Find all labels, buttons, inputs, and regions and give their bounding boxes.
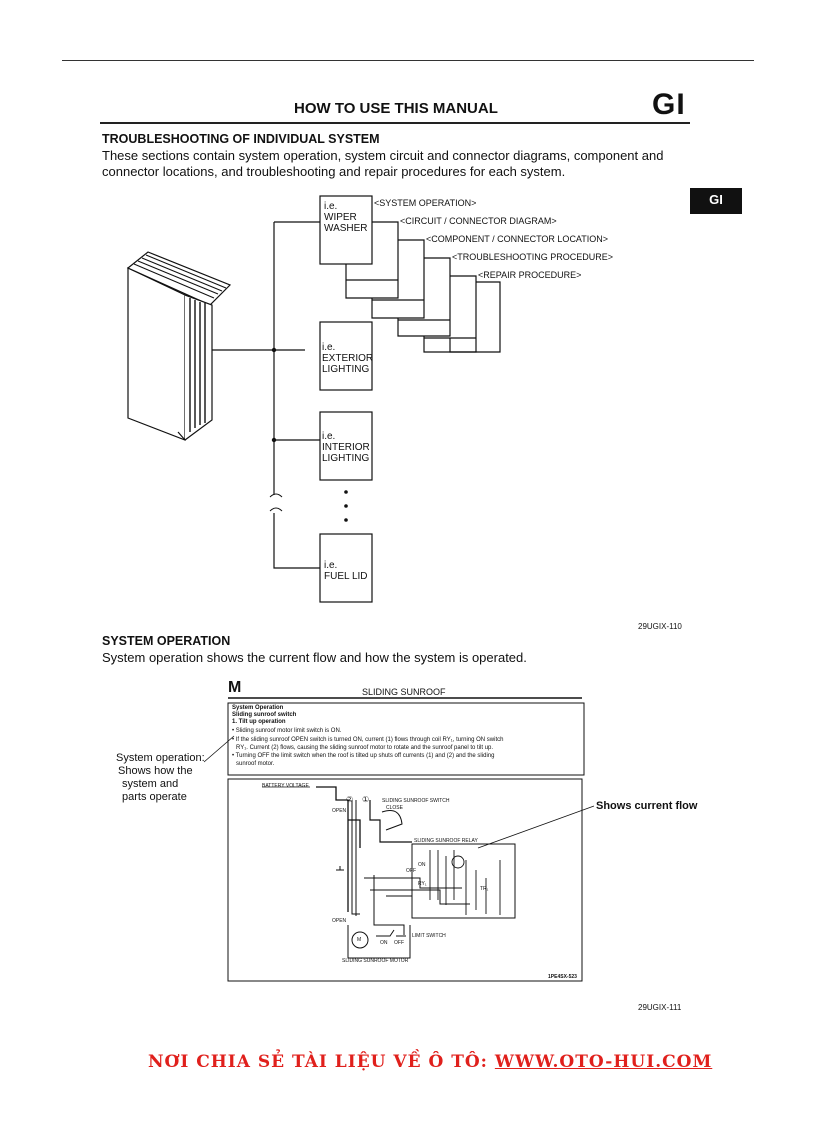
sample-section-letter: M [228,679,242,696]
book-icon [126,251,232,441]
circuit-label-off: OFF [406,868,416,874]
header-rule [100,122,690,124]
desc-line-4: • Sliding sunroof motor limit switch is … [232,728,342,734]
circuit-label-open-2: OPEN [332,918,347,924]
circuit-label-m: M [357,937,362,943]
circuit-label-on-2: ON [380,940,388,946]
desc-line-1: System Operation [232,705,284,711]
current-number-2: ② [346,795,354,804]
figure-id-1: 29UGIX-110 [638,622,682,631]
figure-code: 1PE4SX-523 [548,974,577,980]
page-label-troubleshooting: <TROUBLESHOOTING PROCEDURE> [452,252,614,262]
circuit-label-switch: SLIDING SUNROOF SWITCH [382,798,450,804]
troubleshooting-body: These sections contain system operation,… [102,148,664,179]
current-number-1: ① [362,795,370,804]
section-code: GI [652,88,686,121]
circuit-label-motor: SLIDING SUNROOF MOTOR [342,958,409,964]
system-operation-body: System operation shows the current flow … [102,650,527,665]
annotation-right: Shows current flow [596,800,698,812]
desc-line-3: 1. Tilt up operation [232,719,286,725]
page-label-component-location: <COMPONENT / CONNECTOR LOCATION> [426,234,609,244]
page-label-repair: <REPAIR PROCEDURE> [478,270,582,280]
footer-link[interactable]: WWW.OTO-HUI.COM [494,1052,713,1072]
desc-line-6: RY₁. Current (2) flows, causing the slid… [236,745,494,751]
page-title: HOW TO USE THIS MANUAL [294,100,498,117]
desc-line-5: • If the sliding sunroof OPEN switch is … [232,737,504,743]
circuit-label-battery: BATTERY VOLTAGE [262,783,309,789]
annotation-left: System operation: Shows how the system a… [116,752,205,803]
circuit-label-open: OPEN [332,808,347,814]
footer-text: NƠI CHIA SẺ TÀI LIỆU VỀ Ô TÔ: [148,1052,495,1072]
system-operation-heading: SYSTEM OPERATION [102,634,231,648]
top-rule [62,60,754,61]
footer-banner: NƠI CHIA SẺ TÀI LIỆU VỀ Ô TÔ: WWW.OTO-HU… [148,1052,712,1072]
troubleshooting-heading: TROUBLESHOOTING OF INDIVIDUAL SYSTEM [102,132,380,146]
circuit-label-ry: RY₁ [418,881,427,887]
figure-id-2: 29UGIX-111 [638,1003,682,1012]
circuit-label-relay: SLIDING SUNROOF RELAY [414,838,478,844]
section-tab[interactable]: GI [690,188,742,214]
manual-structure-diagram [126,195,501,603]
circuit-label-close: CLOSE [386,805,403,811]
page-label-circuit-diagram: <CIRCUIT / CONNECTOR DIAGRAM> [400,216,557,226]
page-label-system-operation: <SYSTEM OPERATION> [374,198,477,208]
circuit-label-on: ON [418,862,426,868]
sample-page-title: SLIDING SUNROOF [362,687,446,697]
desc-line-8: sunroof motor. [236,761,275,767]
circuit-label-tr: TR₁ [480,886,489,892]
sample-circuit-diagram [203,697,595,982]
desc-line-7: • Turning OFF the limit switch when the … [232,753,495,759]
circuit-label-limit: LIMIT SWITCH [412,933,446,939]
circuit-label-off-2: OFF [394,940,404,946]
system-box-fuel-lid: i.e.FUEL LID [324,560,368,582]
desc-line-2: Sliding sunroof switch [232,712,297,718]
ellipsis-dots [271,347,348,522]
